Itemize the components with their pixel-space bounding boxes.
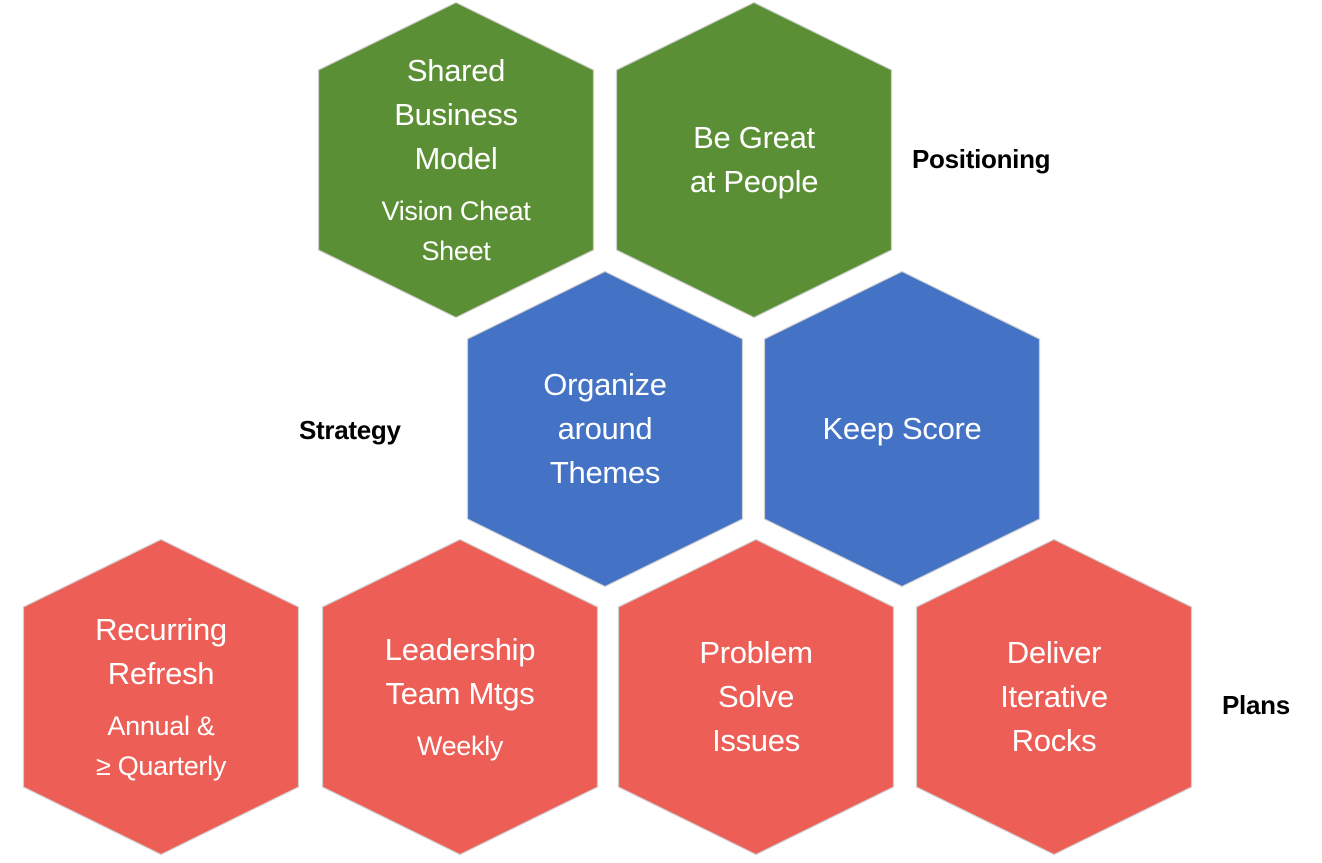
hexagon-recurring-refresh: Recurring Refresh Annual & ≥ Quarterly	[22, 538, 300, 856]
hexagon-be-great-at-people: Be Great at People	[615, 1, 893, 319]
hexagon-title: Deliver Iterative Rocks	[1000, 635, 1108, 758]
hexagon-polygon	[763, 270, 1041, 588]
hexagon-shape	[317, 1, 595, 319]
hexagon-title: Problem Solve Issues	[699, 635, 813, 758]
hexagon-polygon	[617, 538, 895, 856]
hexagon-deliver-iterative-rocks: Deliver Iterative Rocks	[915, 538, 1193, 856]
hexagon-title: Organize around Themes	[543, 367, 667, 490]
hexagon-title: Shared Business Model	[394, 53, 518, 176]
hexagon-shape	[617, 538, 895, 856]
hexagon-shared-business-model: Shared Business Model Vision Cheat Sheet	[317, 1, 595, 319]
hexagon-subtitle: Annual & ≥ Quarterly	[95, 711, 227, 781]
hexagon-problem-solve-issues: Problem Solve Issues	[617, 538, 895, 856]
hexagon-title: Keep Score	[822, 411, 982, 446]
hexagon-polygon	[22, 538, 300, 856]
hexagon-shape	[615, 1, 893, 319]
hexagon-title: Leadership Team Mtgs	[384, 632, 536, 711]
row-label-strategy: Strategy	[299, 415, 401, 445]
hexagon-polygon	[915, 538, 1193, 856]
hexagon-keep-score: Keep Score	[763, 270, 1041, 588]
row-label-plans: Plans	[1222, 690, 1290, 720]
hexagon-polygon	[615, 1, 893, 319]
hexagon-shape	[321, 538, 599, 856]
row-label-positioning: Positioning	[912, 144, 1051, 174]
hexagon-shape	[22, 538, 300, 856]
hexagon-subtitle: Weekly	[416, 731, 504, 761]
hexagon-shape	[763, 270, 1041, 588]
hexagon-polygon	[466, 270, 744, 588]
hexagon-shape	[915, 538, 1193, 856]
hexagon-polygon	[321, 538, 599, 856]
hexagon-title: Be Great at People	[689, 120, 819, 199]
hexagon-organize-around-themes: Organize around Themes	[466, 270, 744, 588]
hexagon-polygon	[317, 1, 595, 319]
hexagon-title: Recurring Refresh	[95, 612, 227, 691]
hexagon-leadership-team-mtgs: Leadership Team Mtgs Weekly	[321, 538, 599, 856]
hexagon-subtitle: Vision Cheat Sheet	[381, 196, 531, 266]
hexagon-shape	[466, 270, 744, 588]
